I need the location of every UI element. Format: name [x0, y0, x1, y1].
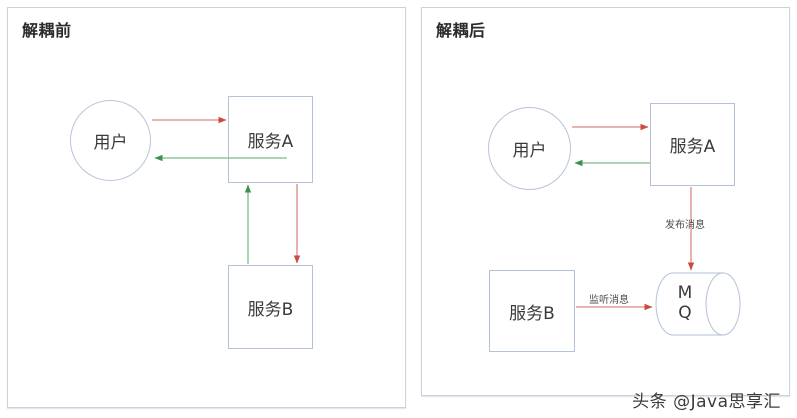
panel-after-title: 解耦后 [436, 21, 486, 40]
node-service-b-before: 服务B [228, 265, 313, 349]
panel-before-decoupling: 解耦前 [7, 7, 406, 408]
node-service-a-after: 服务A [650, 103, 735, 186]
mq-cylinder-shape [655, 272, 741, 336]
panel-before-title: 解耦前 [22, 21, 72, 40]
edge-label-listen-message: 监听消息 [589, 295, 629, 306]
node-user-before: 用户 [70, 100, 151, 181]
mq-label-wrapper: M Q [655, 272, 741, 336]
node-user-after: 用户 [488, 107, 571, 190]
mq-label-line1: M [677, 283, 693, 304]
edge-label-publish-message: 发布消息 [665, 220, 705, 231]
node-service-a-before: 服务A [228, 96, 313, 183]
node-service-b-after: 服务B [489, 270, 575, 352]
watermark-text: 头条 @Java思享汇 [632, 392, 781, 412]
panel-after-decoupling: 解耦后 [421, 7, 790, 396]
node-mq-cylinder: M Q [655, 272, 741, 336]
mq-label-line2: Q [678, 303, 692, 323]
